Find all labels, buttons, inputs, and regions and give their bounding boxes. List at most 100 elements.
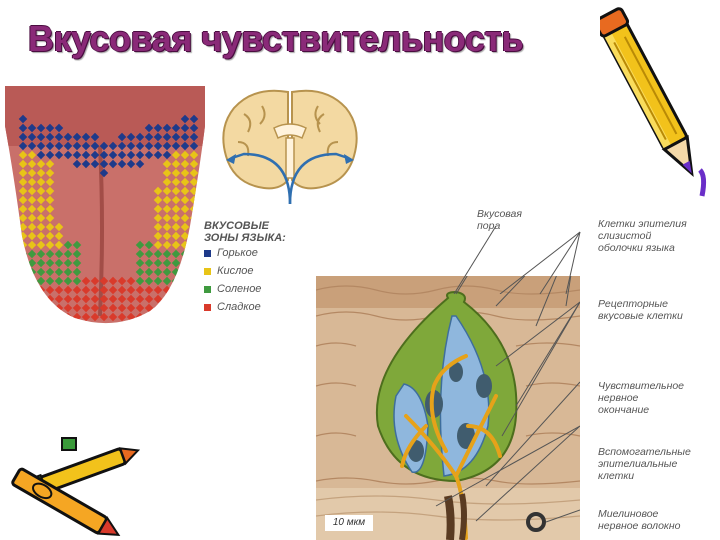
taste-zone-dot xyxy=(45,258,55,268)
taste-zone-dot xyxy=(36,177,46,187)
taste-zone-dot xyxy=(36,267,46,277)
taste-zone-dot xyxy=(45,132,55,142)
taste-zone-dot xyxy=(99,168,109,178)
taste-zone-dot xyxy=(108,303,118,313)
taste-zone-dot xyxy=(180,258,190,268)
taste-zone-dot xyxy=(45,240,55,250)
brain-section-diagram xyxy=(222,89,358,205)
taste-zone-dot xyxy=(45,177,55,187)
taste-zone-dot xyxy=(117,294,127,304)
taste-zone-dot xyxy=(180,222,190,232)
taste-zone-dot xyxy=(144,285,154,295)
taste-zone-dot xyxy=(54,276,64,286)
taste-zone-dot xyxy=(135,240,145,250)
taste-zone-dot xyxy=(135,285,145,295)
taste-zone-dot xyxy=(18,267,28,277)
taste-zone-dot xyxy=(36,294,46,304)
taste-zone-dot xyxy=(126,294,136,304)
taste-zone-dot xyxy=(189,258,199,268)
taste-zone-dot xyxy=(54,267,64,277)
taste-zone-dot xyxy=(72,249,82,259)
taste-zone-dot xyxy=(180,276,190,286)
taste-zone-dot xyxy=(36,249,46,259)
taste-zone-dot xyxy=(63,276,73,286)
taste-zone-dot xyxy=(36,123,46,133)
taste-zone-dot xyxy=(99,294,109,304)
taste-zone-dot xyxy=(45,141,55,151)
taste-zone-dot xyxy=(18,276,28,286)
taste-zone-dot xyxy=(63,294,73,304)
taste-zone-dot xyxy=(144,276,154,286)
taste-zone-dot xyxy=(171,213,181,223)
taste-zone-dot xyxy=(36,222,46,232)
taste-zone-dot xyxy=(117,276,127,286)
taste-zone-dot xyxy=(45,267,55,277)
taste-zone-dot xyxy=(45,312,55,322)
taste-zone-dot xyxy=(162,177,172,187)
taste-zone-dot xyxy=(72,276,82,286)
taste-zone-dot xyxy=(180,150,190,160)
taste-zone-dot xyxy=(189,231,199,241)
taste-zone-dot xyxy=(108,312,118,322)
taste-zone-dot xyxy=(45,276,55,286)
taste-zone-dot xyxy=(144,249,154,259)
taste-zone-dot xyxy=(135,294,145,304)
taste-zone-dot xyxy=(45,303,55,313)
taste-zones-legend: ВКУСОВЫЕ ЗОНЫ ЯЗЫКА: Горькое Кислое Соле… xyxy=(204,220,286,316)
taste-zone-dot xyxy=(81,303,91,313)
taste-zone-dot xyxy=(99,285,109,295)
taste-zone-dot xyxy=(45,231,55,241)
legend-swatch xyxy=(204,267,211,275)
taste-zone-dot xyxy=(99,276,109,286)
taste-zone-dot xyxy=(117,285,127,295)
legend-heading-1: ВКУСОВЫЕ xyxy=(204,220,269,232)
pencil-icon xyxy=(600,7,707,197)
taste-zone-dot xyxy=(81,159,91,169)
taste-zone-dot xyxy=(162,312,172,322)
taste-zone-dot xyxy=(180,177,190,187)
taste-zone-dot xyxy=(144,312,154,322)
taste-zone-dot xyxy=(126,276,136,286)
taste-zone-dot xyxy=(189,240,199,250)
taste-zone-dot xyxy=(162,303,172,313)
taste-zone-dot xyxy=(36,276,46,286)
taste-zone-dot xyxy=(180,186,190,196)
taste-zone-dot xyxy=(144,303,154,313)
taste-zone-dot xyxy=(189,222,199,232)
taste-zone-dot xyxy=(189,150,199,160)
taste-zone-dot xyxy=(90,285,100,295)
taste-zone-dot xyxy=(126,159,136,169)
taste-zone-dot xyxy=(99,312,109,322)
taste-zone-dot xyxy=(45,285,55,295)
taste-zone-dot xyxy=(81,150,91,160)
taste-zone-dot xyxy=(90,276,100,286)
taste-zone-dot xyxy=(72,258,82,268)
taste-zone-dot xyxy=(135,276,145,286)
taste-zone-dot xyxy=(162,159,172,169)
taste-zone-dot xyxy=(108,285,118,295)
taste-zone-dot xyxy=(54,141,64,151)
legend-heading-2: ЗОНЫ ЯЗЫКА: xyxy=(204,232,286,244)
taste-zone-dot xyxy=(180,267,190,277)
taste-zone-dot xyxy=(63,303,73,313)
taste-zone-dot xyxy=(27,276,37,286)
leader-lines xyxy=(453,225,581,294)
taste-zone-dot xyxy=(36,159,46,169)
taste-zone-dot xyxy=(72,285,82,295)
taste-zone-dot xyxy=(117,159,127,169)
taste-zone-dot xyxy=(144,267,154,277)
taste-zone-dot xyxy=(189,267,199,277)
taste-zone-dot xyxy=(54,240,64,250)
taste-bud-illustration xyxy=(316,276,580,540)
crayons-icon xyxy=(11,437,141,536)
taste-zone-dot xyxy=(180,213,190,223)
taste-zone-dot xyxy=(90,303,100,313)
taste-zone-dot xyxy=(63,285,73,295)
taste-zone-dot xyxy=(117,150,127,160)
legend-item-sour: Кислое xyxy=(204,262,286,280)
taste-zone-dot xyxy=(90,150,100,160)
taste-zone-dot xyxy=(18,258,28,268)
